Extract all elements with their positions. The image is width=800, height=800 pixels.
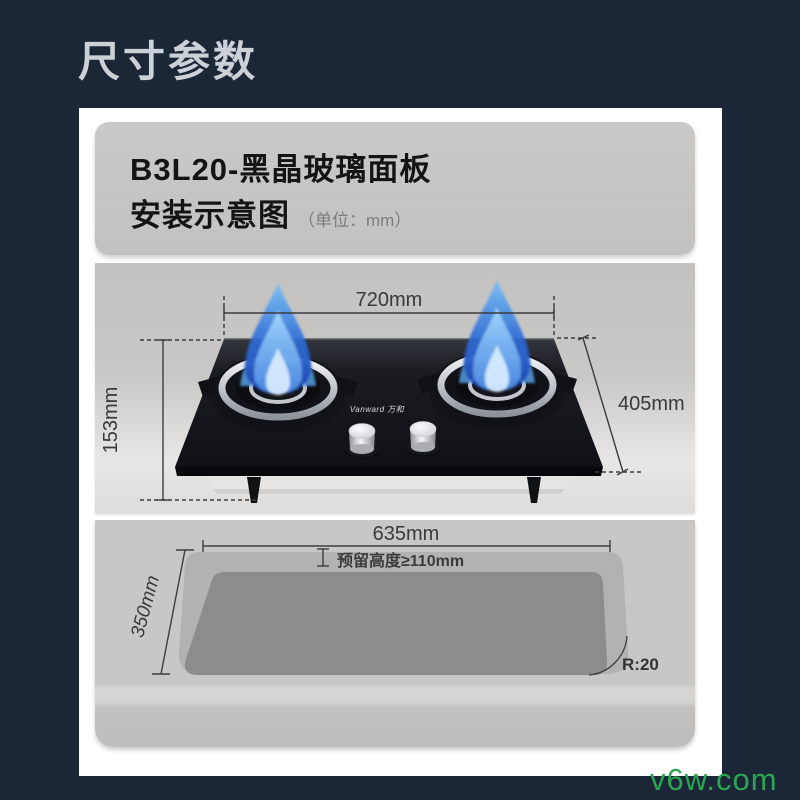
stove-height-label: 153mm: [100, 387, 122, 454]
brand-logo: Vanward 万和: [350, 405, 405, 414]
reserve-height-label: 预留高度≥110mm: [337, 551, 464, 570]
right-knob: [405, 421, 441, 457]
left-knob: [344, 423, 380, 459]
stove-foot-left: [247, 477, 261, 503]
model-title: B3L20-黑晶玻璃面板: [130, 152, 432, 187]
stove-illustration: Vanward 万和: [100, 263, 685, 503]
cutout-dimension-diagram: 635mm 350mm 预留高度≥110mm R:20: [95, 520, 695, 747]
cutout-illustration: 635mm 350mm 预留高度≥110mm R:20: [127, 523, 659, 676]
dimension-lines: [140, 296, 641, 501]
cutout-hole: [184, 572, 608, 675]
stove-foot-right: [527, 477, 541, 503]
install-subtitle: 安装示意图: [130, 198, 290, 233]
spec-card: B3L20-黑晶玻璃面板 安装示意图 （单位：mm）: [79, 108, 722, 776]
corner-radius-label: R:20: [622, 655, 659, 674]
subtitle-row: 安装示意图 （单位：mm）: [130, 190, 411, 235]
watermark: v6w.com: [650, 762, 778, 797]
page-title: 尺寸参数: [78, 38, 259, 85]
unit-note: （单位：mm）: [298, 211, 412, 230]
cutout-width-label: 635mm: [373, 523, 440, 545]
stove-depth-label: 405mm: [618, 393, 685, 415]
stove-base: [205, 475, 573, 503]
card-header: B3L20-黑晶玻璃面板 安装示意图 （单位：mm）: [95, 122, 695, 255]
cutout-depth-label: 350mm: [127, 573, 164, 640]
stove-dimension-diagram: Vanward 万和: [95, 263, 695, 513]
stove-width-label: 720mm: [356, 289, 423, 311]
cutout-dimension-lines: [152, 540, 628, 676]
